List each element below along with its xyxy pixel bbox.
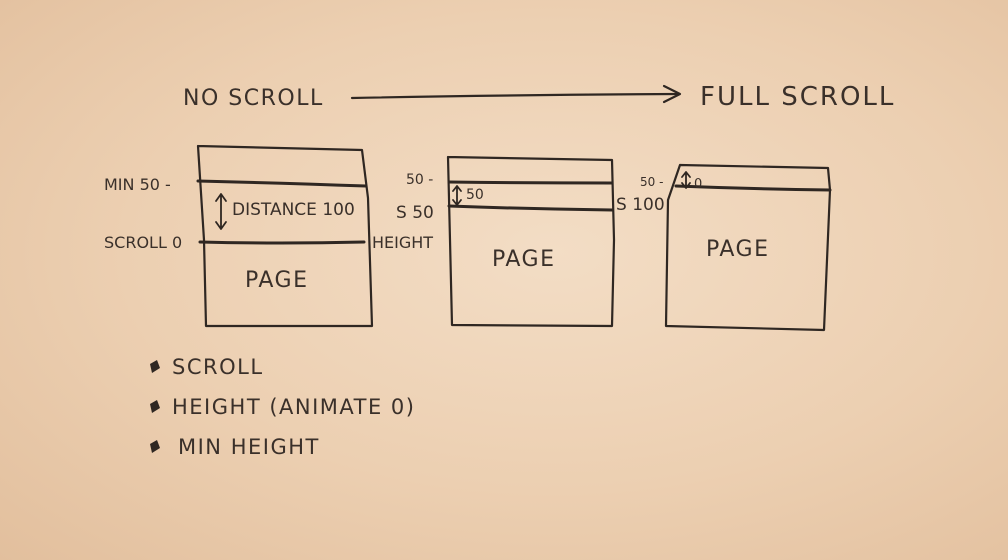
min-height-label: 50 -	[406, 172, 433, 188]
scroll-label: S 100	[616, 195, 665, 215]
diagram-full-scroll: 0 50 - S 100 PAGE	[616, 163, 832, 332]
note-item: HEIGHT (ANIMATE 0)	[150, 395, 415, 419]
inner-distance-label: 50	[466, 187, 484, 203]
bullet-icon	[150, 360, 160, 373]
double-arrow	[215, 193, 227, 230]
page-label: PAGE	[706, 237, 769, 262]
note-item: MIN HEIGHT	[150, 435, 320, 459]
note-text: SCROLL	[172, 355, 264, 379]
min-height-label: 50 -	[640, 175, 663, 189]
diagram-no-scroll: MIN 50 - DISTANCE 100 SCROLL 0 PAGE	[104, 144, 374, 328]
bullet-icon	[150, 400, 160, 413]
note-text: HEIGHT (ANIMATE 0)	[172, 395, 415, 419]
progression-arrow	[350, 84, 682, 104]
double-arrow	[681, 171, 691, 189]
page-label: PAGE	[245, 268, 308, 293]
notes-list: SCROLL HEIGHT (ANIMATE 0) MIN HEIGHT	[150, 355, 415, 459]
header: NO SCROLL FULL SCROLL	[183, 82, 895, 112]
inner-distance-label: 0	[694, 177, 702, 192]
full-scroll-label: FULL SCROLL	[700, 82, 895, 112]
note-text: MIN HEIGHT	[178, 435, 320, 459]
scroll-label: S 50	[396, 203, 434, 223]
distance-label: DISTANCE 100	[232, 200, 355, 220]
page-top-line	[674, 184, 832, 192]
bullet-icon	[150, 440, 160, 453]
header-box-outline	[664, 163, 832, 332]
header-box-outline	[196, 144, 374, 328]
min-height-label: MIN 50 -	[104, 175, 171, 194]
double-arrow	[452, 185, 462, 206]
height-label: HEIGHT	[372, 233, 433, 252]
min-height-line	[196, 179, 368, 188]
page-top-line	[447, 204, 614, 212]
no-scroll-label: NO SCROLL	[183, 86, 324, 111]
diagram-half-scroll: 50 50 - S 50 HEIGHT PAGE	[372, 155, 616, 328]
note-item: SCROLL	[150, 355, 264, 379]
scroll-label: SCROLL 0	[104, 233, 182, 252]
header-box-outline	[446, 155, 616, 328]
page-label: PAGE	[492, 247, 555, 272]
page-top-line	[198, 240, 366, 245]
min-height-line	[447, 180, 614, 185]
